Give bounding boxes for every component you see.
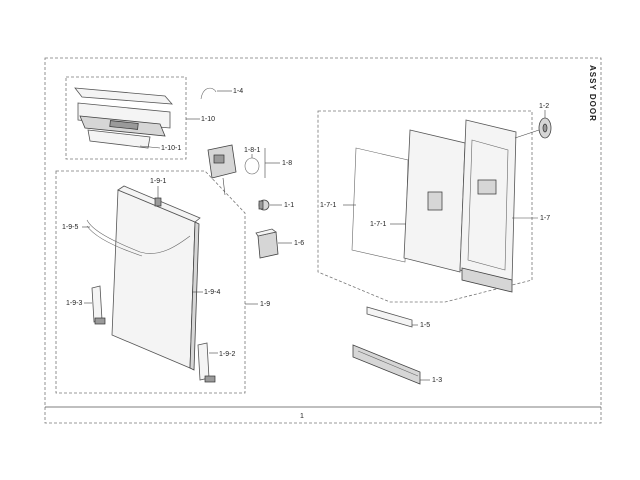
door-handle-inner [86,225,143,257]
outer-door-group-frame [55,170,246,394]
door-clip [154,197,162,207]
callout-1-8-1: 1-8-1 [244,147,260,154]
assembly-frame [44,57,602,424]
door-liner-detergent-slot [427,191,443,211]
callout-1-9-1: 1-9-1 [150,178,166,185]
inner-door-base [461,267,513,293]
hinge-stem [258,200,264,210]
callout-1-3: 1-3 [432,377,442,384]
callout-1-9-2: 1-9-2 [219,351,235,358]
control-panel-cover [74,87,173,105]
hose-icon [200,87,217,100]
inner-door-group: 1-7-1 1-7-1 1-7 [317,110,550,303]
door-bracket-right-foot [204,375,216,383]
callout-1-4: 1-4 [233,88,243,95]
inner-door-window [467,139,509,271]
callout-1-9-3: 1-9-3 [66,300,82,307]
diagram-title: ASSY DOOR [588,65,597,122]
callout-1-6: 1-6 [294,240,304,247]
latch-insert [213,154,225,164]
callout-1-7-1-a: 1-7-1 [320,202,336,209]
outer-door-side [189,221,200,371]
callout-1-10: 1-10 [201,116,215,123]
dispenser-top [255,228,277,237]
callout-1-10-1: 1-10-1 [161,145,181,152]
door-gasket [351,147,409,263]
door-bracket-right [197,342,210,381]
control-panel-group-frame [65,76,187,160]
callout-1-9-4: 1-9-4 [204,289,220,296]
latch-group: 1-8-1 1-8 [207,144,292,179]
assembly-label: 1 [300,413,304,420]
callout-1-1: 1-1 [284,202,294,209]
callout-1-9-5: 1-9-5 [62,224,78,231]
control-panel-bracket [87,129,151,149]
dispenser-part: 1-6 [255,228,304,259]
dispenser-box [257,231,279,259]
callout-1-7: 1-7 [540,215,550,222]
callout-1-7-1-b: 1-7-1 [370,221,386,228]
door-handle-icon [86,219,191,254]
hinge-part: 1-1 [258,199,294,211]
vent-cap-part: 1-2 [514,103,552,139]
control-panel-group: 1-10-1 1-10 [65,76,215,160]
hose-part: 1-4 [200,87,243,100]
outer-door-group: 1-9-1 1-9-3 1-9-2 1-9-5 1-9-4 1-9 [55,170,270,394]
callout-1-2: 1-2 [539,103,549,110]
inner-door-dispenser [477,179,497,195]
trim-strip [366,306,413,328]
latch-hinge-link [222,177,226,196]
seal-part: 1-3 [352,344,442,385]
latch-ring-icon [244,157,260,175]
trim-part: 1-5 [366,306,430,329]
bottom-seal [352,344,421,385]
leader-1-2-diag [514,129,540,139]
callout-1-9: 1-9 [260,301,270,308]
inner-door-group-frame [317,110,533,303]
door-bracket-left [91,285,103,323]
callout-1-5: 1-5 [420,322,430,329]
callout-1-8: 1-8 [282,160,292,167]
bottom-seal-groove [357,350,419,377]
vent-cap-center [542,123,548,133]
leader-1-10-1 [139,145,161,149]
control-panel-keys [109,120,139,130]
door-bracket-left-foot [94,317,106,325]
